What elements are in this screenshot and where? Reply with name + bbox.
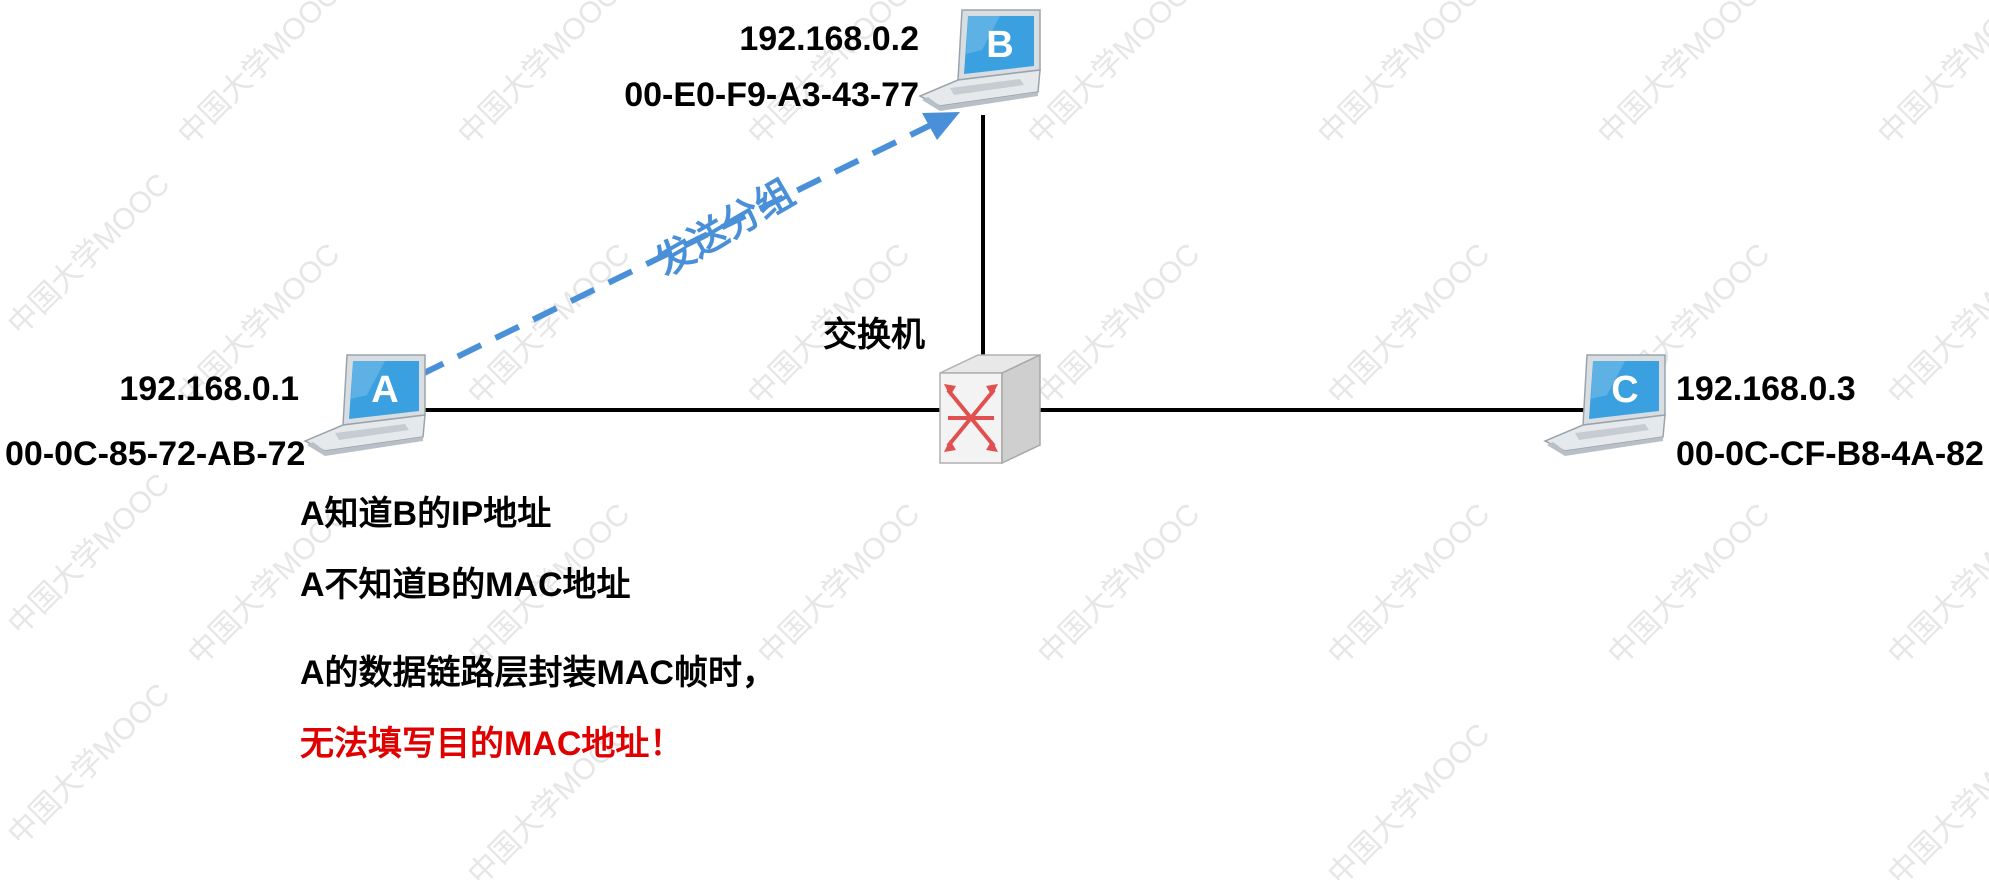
laptop-b-icon: B [918, 9, 1041, 111]
send-packet-arrow-line [418, 120, 937, 378]
host-c-letter: C [1611, 369, 1638, 411]
laptop-a-icon: A [303, 354, 426, 456]
note-encapsulation: A的数据链路层封装MAC帧时， [300, 654, 776, 692]
host-b-mac: 00-E0-F9-A3-43-77 [624, 76, 919, 114]
host-c-ip: 192.168.0.3 [1676, 370, 1856, 408]
send-packet-arrow-head [922, 112, 960, 140]
note-knows-ip: A知道B的IP地址 [300, 495, 552, 533]
switch-icon [939, 353, 1041, 465]
note-unknown-mac: A不知道B的MAC地址 [300, 566, 631, 604]
diagram-canvas: A B C [303, 9, 1666, 465]
host-a-mac: 00-0C-85-72-AB-72 [5, 435, 306, 473]
note-cannot-fill-mac: 无法填写目的MAC地址！ [300, 725, 684, 763]
host-a-ip: 192.168.0.1 [119, 370, 299, 408]
host-a-letter: A [371, 369, 398, 411]
host-c-mac: 00-0C-CF-B8-4A-82 [1676, 435, 1984, 473]
laptop-c-icon: C [1543, 354, 1666, 456]
switch-label: 交换机 [823, 316, 925, 354]
host-b-letter: B [986, 24, 1013, 66]
host-b-ip: 192.168.0.2 [739, 20, 919, 58]
